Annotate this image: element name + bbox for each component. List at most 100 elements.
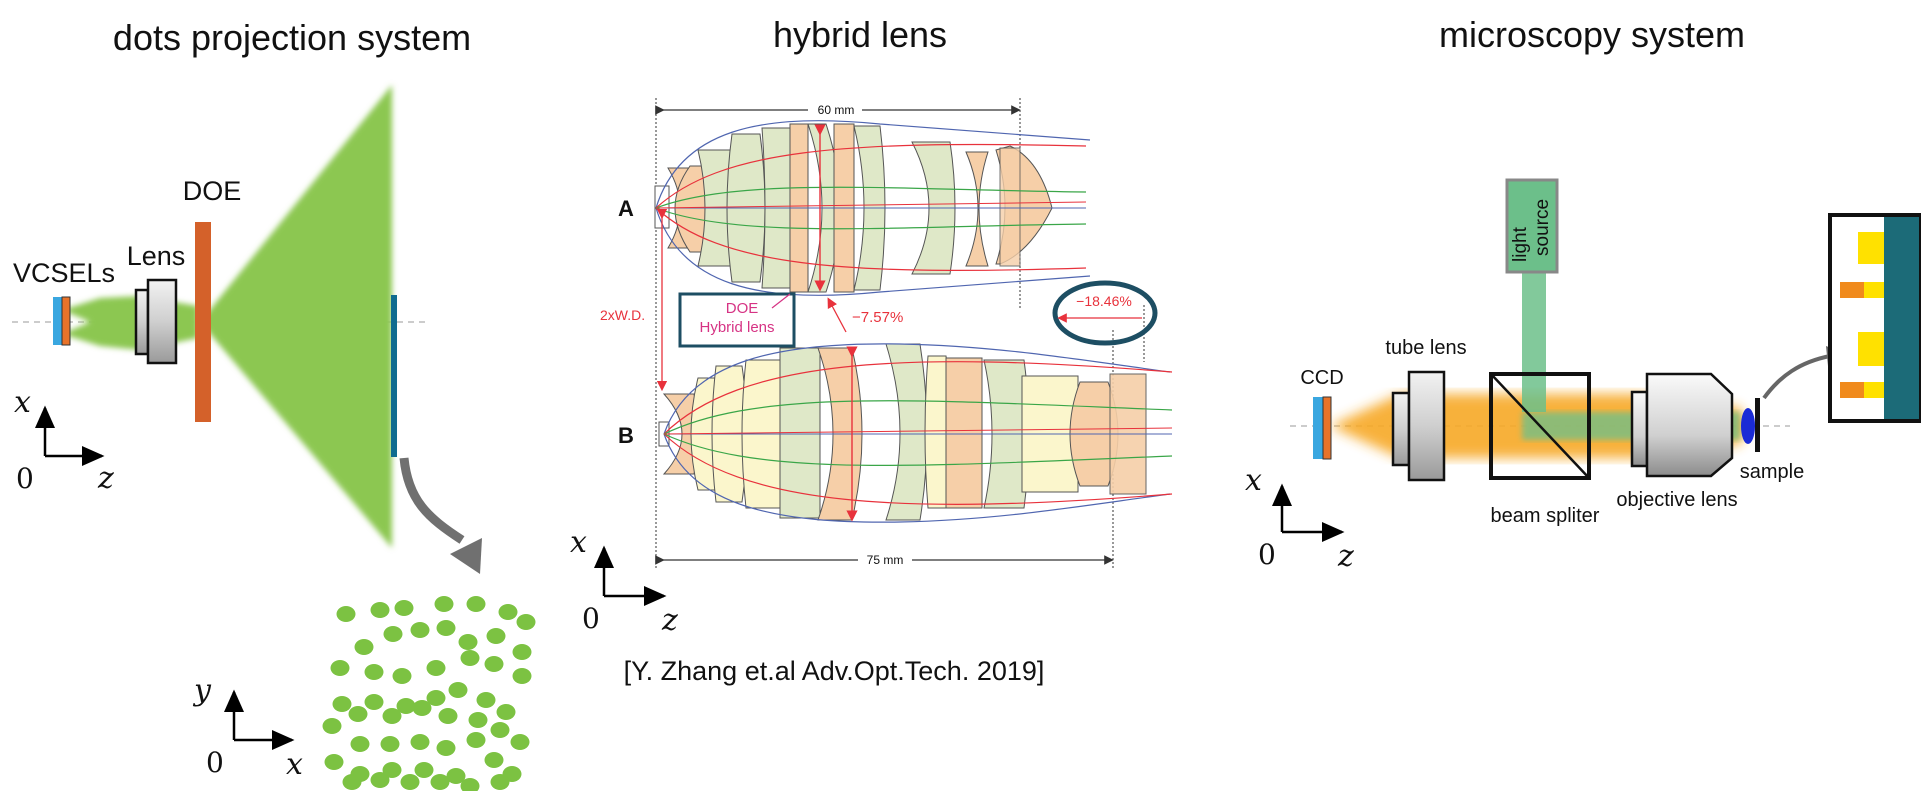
- citation: [Y. Zhang et.al Adv.Opt.Tech. 2019]: [624, 656, 1045, 686]
- hybrid-axis-origin: 0: [582, 602, 600, 635]
- projected-dot: [510, 734, 530, 750]
- projected-beam-cone: [200, 85, 392, 548]
- tube-lens-label: tube lens: [1385, 337, 1466, 359]
- projected-dot: [336, 606, 356, 622]
- dots-axis-origin-2: 0: [206, 746, 224, 779]
- projected-dot: [438, 708, 458, 724]
- light-source: [1505, 178, 1559, 274]
- projected-dot: [332, 696, 352, 712]
- ccd-array: [1322, 396, 1332, 460]
- pct-1846: −18.46%: [1076, 293, 1132, 309]
- pct-757: −7.57%: [852, 309, 903, 326]
- beam-splitter-label: beam spliter: [1491, 505, 1600, 527]
- microscopy-axes-xz: x 0 z: [1245, 463, 1354, 574]
- projected-dot: [446, 768, 466, 784]
- projected-dot: [382, 762, 402, 778]
- dim-75mm: 75 mm: [867, 553, 904, 567]
- projected-dot: [490, 722, 510, 738]
- dots-axis-origin: 0: [16, 462, 34, 495]
- projected-dot: [496, 704, 516, 720]
- hybrid-axis-x-label: x: [570, 525, 587, 560]
- pct-757-arrow: [827, 297, 847, 333]
- projected-dot: [434, 596, 454, 612]
- dim-60mm: 60 mm: [818, 103, 855, 117]
- projected-dot: [364, 694, 384, 710]
- sample-zoom-inset: [1828, 213, 1921, 423]
- sample-slide: [1755, 398, 1760, 452]
- objective-front: [1630, 390, 1649, 468]
- tube-lens-body: [1407, 370, 1446, 482]
- light-source-label-2: source: [1532, 199, 1553, 256]
- dot-pattern: [322, 596, 536, 791]
- projected-dot: [468, 712, 488, 728]
- projected-dot: [396, 698, 416, 714]
- projected-dot: [484, 656, 504, 672]
- hybrid-lens-panel: hybrid lens 60 mm 75 mm: [570, 14, 1173, 686]
- projected-dot: [370, 602, 390, 618]
- projected-dot: [458, 634, 478, 650]
- projected-dot: [324, 754, 344, 770]
- projected-dot: [436, 740, 456, 756]
- micro-axis-z-label: z: [1337, 539, 1354, 574]
- dots-axes-xy: y 0 x: [192, 673, 303, 782]
- dots-axes-xz: x 0 z: [14, 385, 114, 496]
- sample-label: sample: [1740, 461, 1804, 483]
- vcsel-emitter: [53, 297, 62, 345]
- projected-dot: [400, 774, 420, 790]
- projected-dot: [484, 752, 504, 768]
- doe-label: DOE: [183, 176, 242, 206]
- projected-dot: [512, 644, 532, 660]
- pct-1846-ellipse: [1052, 280, 1158, 346]
- dots-axis-y-label: y: [192, 673, 212, 708]
- projected-dot: [466, 596, 486, 612]
- lens-label: Lens: [127, 241, 186, 271]
- dots-axis-z-label: z: [97, 461, 114, 496]
- lens-a-label: A: [618, 196, 634, 221]
- objective-body: [1645, 372, 1734, 478]
- dots-projection-panel: dots projection system VCSELs Lens DOE x: [12, 17, 536, 791]
- projected-dot: [350, 736, 370, 752]
- projection-screen: [391, 295, 397, 457]
- projected-dot: [498, 604, 518, 620]
- projected-dot: [410, 734, 430, 750]
- projected-dot: [348, 706, 368, 722]
- projected-dot: [394, 600, 414, 616]
- ccd-sensor: [1313, 397, 1323, 459]
- projected-dot: [448, 682, 468, 698]
- microscopy-panel: microscopy system light source CCD tube …: [1245, 14, 1921, 574]
- microscopy-panel-title: microscopy system: [1439, 14, 1745, 55]
- micro-axis-x-label: x: [1245, 463, 1262, 498]
- micro-axis-origin: 0: [1258, 538, 1276, 571]
- hybrid-panel-title: hybrid lens: [773, 14, 947, 55]
- projected-dot: [426, 690, 446, 706]
- vcsels-label: VCSELs: [13, 258, 115, 288]
- projected-dot: [322, 718, 342, 734]
- sample-spot: [1741, 408, 1755, 444]
- tube-lens-front: [1391, 391, 1411, 467]
- wd-label: 2xW.D.: [600, 307, 645, 323]
- zoom-arrow: [1762, 354, 1831, 400]
- vcsel-beam: [62, 296, 198, 350]
- projected-dot: [354, 639, 374, 655]
- doe-hybrid-box: [678, 292, 796, 348]
- lens-system-a: [654, 120, 1091, 296]
- beam-splitter: [1489, 372, 1591, 480]
- doe-hybrid-line2: Hybrid lens: [699, 319, 774, 336]
- curved-arrow: [399, 457, 465, 544]
- lens-element-front: [134, 288, 150, 356]
- dots-panel-title: dots projection system: [113, 17, 471, 58]
- projected-dot: [430, 774, 450, 790]
- projected-dot: [486, 628, 506, 644]
- projected-dot: [342, 774, 362, 790]
- hybrid-axis-z-label: z: [661, 603, 678, 638]
- lens-b-label: B: [618, 423, 634, 448]
- projected-dot: [392, 668, 412, 684]
- hybrid-axes-xz: x 0 z: [570, 525, 678, 638]
- projected-dot: [330, 660, 350, 676]
- projected-dot: [436, 620, 456, 636]
- light-source-label-1: light: [1510, 226, 1531, 262]
- projected-dot: [412, 700, 432, 716]
- projected-dot: [466, 732, 486, 748]
- vcsel-array: [61, 296, 71, 346]
